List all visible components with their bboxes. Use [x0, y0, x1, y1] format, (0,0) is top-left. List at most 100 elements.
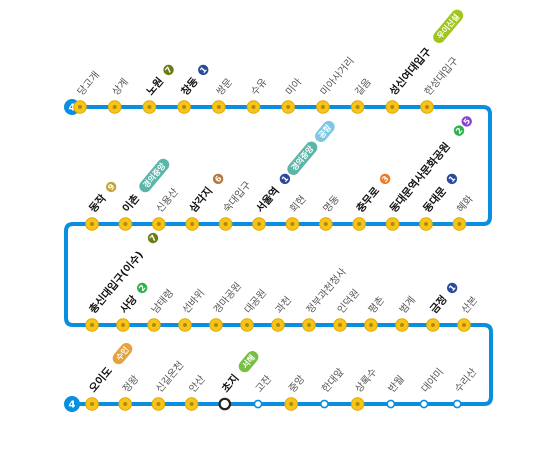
station-label-group: 회현 — [288, 193, 309, 215]
station-marker-dot — [257, 222, 261, 226]
station-label-group: 선바위 — [179, 286, 207, 316]
station-0-row-2[interactable]: 총신대입구(이수)7 — [85, 230, 162, 332]
transfer-line-number: 1 — [198, 65, 209, 75]
transfer-line-badge — [461, 116, 472, 127]
station-marker-dot — [190, 222, 195, 226]
station-name: 노원 — [144, 75, 166, 98]
station-name: 인덕원 — [335, 287, 362, 316]
station-marker-minor — [386, 399, 396, 409]
transfer-line-number: 5 — [462, 116, 473, 126]
station-label-group: 고잔 — [253, 373, 274, 395]
transfer-line-badge — [163, 64, 174, 76]
station-name: 혜화 — [455, 193, 476, 215]
station-10-row-3[interactable]: 대야미 — [419, 366, 446, 409]
station-name: 명동 — [321, 193, 342, 215]
station-name: 평촌 — [366, 294, 387, 316]
station-name: 미아 — [283, 76, 304, 98]
station-name: 충무로 — [354, 184, 383, 215]
station-name: 미아사거리 — [318, 55, 357, 98]
connecting-line-name: 경의중앙 — [141, 160, 168, 189]
transfer-line-badge — [136, 282, 148, 294]
station-label-group: 당고개 — [75, 69, 102, 98]
station-name: 중앙 — [286, 373, 307, 395]
station-marker-dot — [462, 323, 466, 327]
station-label-group: 쌍문 — [214, 76, 235, 98]
station-marker-dot — [78, 105, 82, 109]
terminal-number-bottom: 4 — [69, 400, 76, 411]
station-name: 서울역 — [253, 184, 282, 215]
station-marker-current — [218, 397, 232, 411]
station-marker-dot — [431, 323, 435, 327]
station-marker-dot — [182, 105, 187, 109]
transfer-line-number: 1 — [447, 174, 458, 184]
station-name: 숙대입구 — [220, 178, 254, 215]
station-label-group: 사당2 — [117, 282, 148, 316]
station-marker-dot — [355, 105, 360, 109]
station-name: 범계 — [397, 294, 418, 316]
station-label-group: 신길온천 — [153, 358, 187, 395]
station-label-group: 경마공원 — [210, 279, 244, 316]
station-label-group: 한대앞 — [320, 366, 347, 395]
station-marker-dot — [425, 105, 429, 109]
station-name: 쌍문 — [214, 76, 235, 98]
transfer-line-badge — [279, 173, 291, 185]
transfer-line-number: 2 — [454, 126, 464, 136]
connecting-line-pill — [287, 141, 318, 176]
station-7-row-0[interactable]: 미아사거리 — [316, 55, 357, 114]
station-name: 안산 — [187, 373, 208, 395]
station-marker-minor — [419, 399, 429, 409]
station-marker-dot — [251, 105, 256, 109]
station-marker-dot — [290, 222, 295, 226]
station-name: 경마공원 — [210, 279, 244, 316]
station-marker-dot — [320, 105, 325, 109]
station-10-row-0[interactable]: 한성대입구 — [420, 54, 461, 114]
station-name: 정왕 — [120, 373, 141, 395]
transfer-line-number: 3 — [380, 174, 390, 184]
station-label-group: 상계 — [110, 76, 131, 98]
station-marker-dot — [355, 402, 360, 406]
connecting-line-pill — [433, 9, 464, 44]
station-label-group: 대공원 — [242, 287, 269, 316]
station-marker-dot — [123, 222, 128, 226]
station-label-group: 창동1 — [178, 64, 209, 98]
station-marker-dot — [323, 222, 328, 226]
station-marker-dot — [307, 323, 311, 327]
station-marker-minor — [253, 399, 263, 409]
transfer-line-badge — [105, 181, 117, 193]
station-marker-dot — [189, 402, 194, 406]
station-marker-dot — [90, 323, 94, 327]
connecting-line-pill — [314, 120, 335, 143]
station-name: 수유 — [249, 76, 270, 98]
station-marker-dot — [457, 222, 462, 226]
connecting-line-pill — [139, 158, 170, 193]
station-label-group: 미아 — [283, 76, 304, 98]
transfer-line-number: 6 — [213, 174, 224, 184]
station-marker-dot — [400, 323, 404, 327]
station-label-group: 평촌 — [366, 294, 387, 316]
station-name: 삼각지 — [187, 184, 216, 215]
station-name: 수리산 — [452, 366, 479, 395]
station-name: 신길온천 — [153, 358, 187, 395]
station-marker-dot — [424, 222, 428, 226]
station-label-group: 수리산 — [452, 366, 479, 395]
station-7-row-3[interactable]: 한대앞 — [320, 366, 347, 409]
station-name: 초지 — [219, 372, 241, 395]
station-name: 신용산 — [154, 186, 181, 215]
transfer-line-number: 7 — [164, 65, 174, 75]
station-marker-dot — [223, 222, 228, 226]
station-label-group: 중앙 — [286, 373, 307, 395]
station-label-group: 수유 — [249, 76, 270, 98]
station-11-row-3[interactable]: 수리산 — [452, 366, 479, 409]
station-label-group: 상록수 — [353, 366, 380, 395]
station-label-group: 노원7 — [144, 64, 174, 98]
station-marker-dot — [156, 402, 161, 406]
station-label-group: 인덕원 — [335, 287, 362, 316]
transfer-line-number: 7 — [148, 233, 158, 243]
station-name: 금정 — [427, 293, 449, 316]
